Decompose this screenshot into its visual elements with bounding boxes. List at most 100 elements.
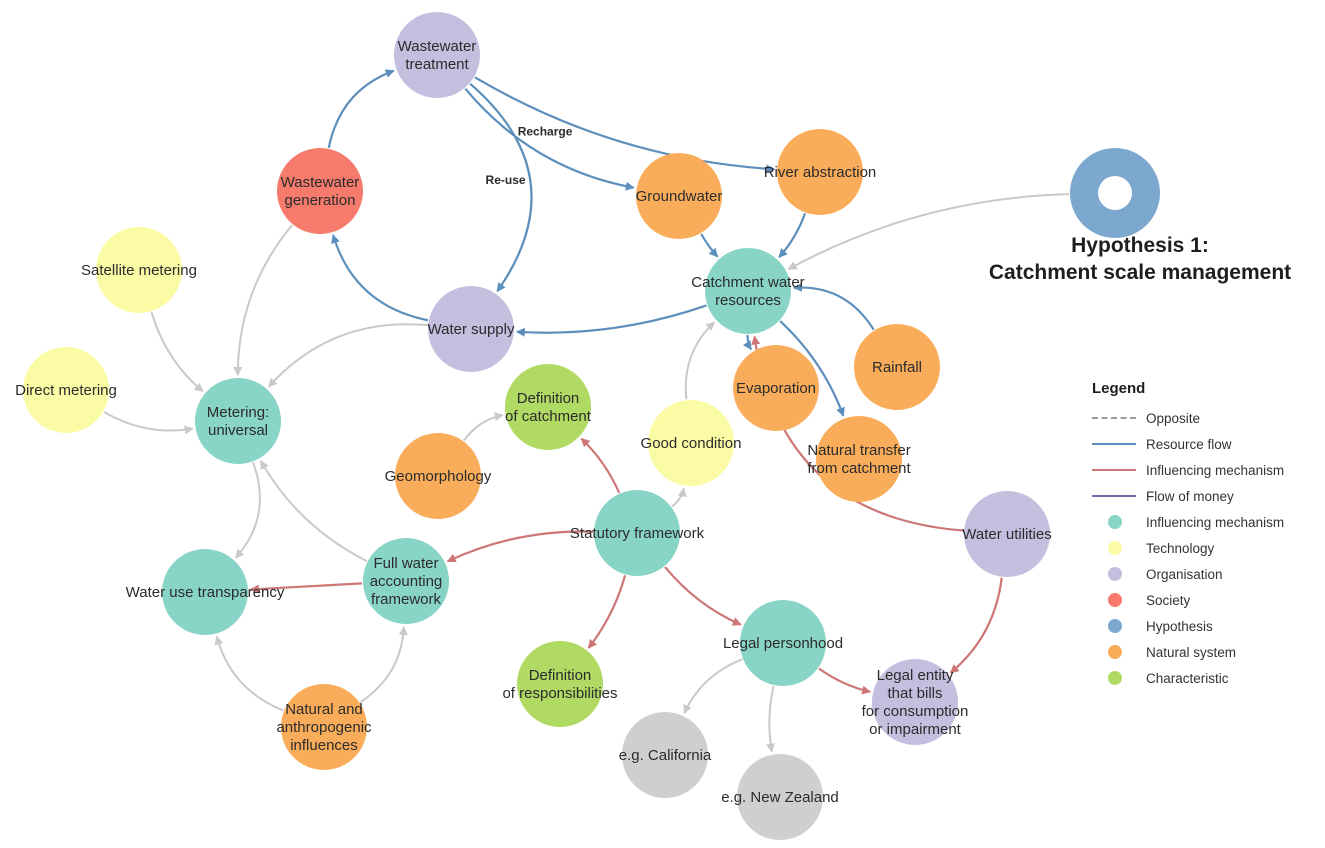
node-label-eg-new-zealand: e.g. New Zealand	[721, 789, 839, 806]
node-statutory-framework: Statutory framework	[570, 490, 705, 576]
legend-item-label: Influencing mechanism	[1146, 514, 1285, 530]
node-circle-eg-new-zealand	[737, 754, 823, 840]
legend-dot-icon	[1092, 541, 1146, 555]
legend-item-label: Natural system	[1146, 644, 1237, 660]
node-river-abstraction: River abstraction	[764, 129, 877, 215]
node-circle-natural-transfer	[816, 416, 902, 502]
node-label-geomorphology: Geomorphology	[385, 468, 492, 485]
node-hypothesis-ring	[1070, 148, 1160, 238]
node-label-statutory-framework: Statutory framework	[570, 525, 705, 542]
edge-hypothesis-ring-to-catchment-water-resources	[787, 193, 1070, 270]
legend-item-influencing-mechanism-dot: Influencing mechanism	[1092, 509, 1322, 535]
edge-water-supply-to-metering-universal	[267, 323, 428, 388]
legend-item-label: Hypothesis	[1146, 618, 1213, 634]
node-water-supply: Water supply	[428, 286, 515, 372]
legend-item-organisation-dot: Organisation	[1092, 561, 1322, 587]
legend-item-influencing-mechanism-line: Influencing mechanism	[1092, 457, 1322, 483]
node-rainfall: Rainfall	[854, 324, 940, 410]
edge-label-re-use: Re-use	[486, 173, 526, 187]
node-label-groundwater: Groundwater	[636, 188, 723, 205]
hypothesis-ring-hole	[1098, 176, 1132, 210]
edge-metering-universal-to-water-use-transparency	[234, 461, 261, 559]
edge-legal-personhood-to-eg-new-zealand	[766, 685, 775, 753]
hypothesis-title: Hypothesis 1: Catchment scale management	[980, 232, 1300, 286]
hypothesis-title-line2: Catchment scale management	[988, 261, 1292, 284]
node-satellite-metering: Satellite metering	[81, 227, 197, 313]
edge-wastewater-generation-to-metering-universal	[233, 224, 293, 376]
node-circle-eg-california	[622, 712, 708, 798]
edge-rainfall-to-catchment-water-resources	[792, 282, 875, 331]
node-label-satellite-metering: Satellite metering	[81, 262, 197, 279]
edge-wastewater-generation-to-wastewater-treatment	[327, 69, 395, 149]
edge-water-utilities-to-legal-entity	[949, 577, 1003, 674]
legend-item-society-dot: Society	[1092, 587, 1322, 613]
edge-legal-personhood-to-legal-entity	[818, 667, 872, 695]
node-circle-wastewater-generation	[277, 148, 363, 234]
node-circle-wastewater-treatment	[394, 12, 480, 98]
edge-natural-anthropogenic-to-full-water-accounting	[359, 625, 408, 704]
edge-water-supply-to-wastewater-generation	[331, 234, 429, 322]
legend-item-technology-dot: Technology	[1092, 535, 1322, 561]
legend-item-characteristic-dot: Characteristic	[1092, 665, 1322, 691]
node-label-good-condition: Good condition	[641, 435, 742, 452]
node-water-utilities: Water utilities	[962, 491, 1052, 577]
node-circle-good-condition	[648, 400, 734, 486]
legend-item-label: Society	[1146, 592, 1191, 608]
edge-statutory-framework-to-legal-personhood	[664, 566, 742, 626]
node-groundwater: Groundwater	[636, 153, 723, 239]
legend-line-icon	[1092, 417, 1146, 419]
legend-item-resource-flow-line: Resource flow	[1092, 431, 1322, 457]
edge-legal-personhood-to-eg-california	[683, 658, 743, 715]
node-circle-rainfall	[854, 324, 940, 410]
edge-direct-metering-to-metering-universal	[103, 411, 194, 435]
edge-catchment-water-resources-to-evaporation	[742, 334, 753, 351]
edge-catchment-water-resources-to-natural-transfer	[779, 320, 845, 417]
node-circle-direct-metering	[23, 347, 109, 433]
edge-statutory-framework-to-good-condition	[671, 487, 687, 508]
edge-statutory-framework-to-full-water-accounting	[446, 530, 594, 563]
node-label-river-abstraction: River abstraction	[764, 164, 877, 181]
legend-item-opposite-line: Opposite	[1092, 405, 1322, 431]
node-circle-definition-of-responsibilities	[517, 641, 603, 727]
legend-line-icon	[1092, 469, 1146, 471]
node-label-rainfall: Rainfall	[872, 359, 922, 376]
node-circle-full-water-accounting	[363, 538, 449, 624]
node-circle-natural-anthropogenic	[281, 684, 367, 770]
node-circle-legal-entity	[872, 659, 958, 745]
legend-item-label: Flow of money	[1146, 488, 1234, 504]
node-label-water-supply: Water supply	[428, 321, 515, 338]
node-circle-legal-personhood	[740, 600, 826, 686]
edge-wastewater-treatment-to-groundwater	[464, 88, 635, 191]
legend-item-label: Influencing mechanism	[1146, 462, 1285, 478]
edge-catchment-water-resources-to-water-supply	[515, 304, 707, 337]
edge-satellite-metering-to-metering-universal	[150, 311, 204, 393]
node-water-use-transparency: Water use transparency	[126, 549, 285, 635]
legend-dot-icon	[1092, 515, 1146, 529]
legend-dot-icon	[1092, 593, 1146, 607]
node-legal-personhood: Legal personhood	[723, 600, 843, 686]
node-label-direct-metering: Direct metering	[15, 382, 117, 399]
legend-item-hypothesis-dot: Hypothesis	[1092, 613, 1322, 639]
node-label-legal-personhood: Legal personhood	[723, 635, 843, 652]
legend-dot-icon	[1092, 567, 1146, 581]
node-label-metering-universal: Metering:universal	[207, 404, 270, 439]
edge-wastewater-treatment-to-water-supply	[469, 83, 533, 293]
node-circle-water-use-transparency	[162, 549, 248, 635]
legend-item-label: Characteristic	[1146, 670, 1229, 686]
node-good-condition: Good condition	[641, 400, 742, 486]
node-label-water-utilities: Water utilities	[962, 526, 1051, 543]
edge-full-water-accounting-to-metering-universal	[259, 460, 368, 562]
